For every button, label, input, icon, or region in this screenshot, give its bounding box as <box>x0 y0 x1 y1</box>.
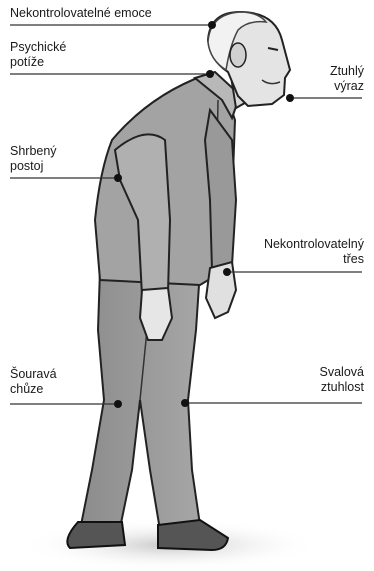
label-stooped-1: Shrbený <box>10 144 57 159</box>
label-uncontrolled-emotions: Nekontrolovatelné emoce <box>10 6 152 21</box>
ear <box>230 43 246 67</box>
label-stooped-2: postoj <box>10 159 43 174</box>
left-shoe <box>67 522 125 548</box>
label-rigidity-1: Svalová <box>320 365 364 380</box>
label-shuffle-1: Šouravá <box>10 367 57 382</box>
label-tremor-2: třes <box>343 252 364 267</box>
label-shuffle-2: chůze <box>10 382 43 397</box>
label-psychological-2: potíže <box>10 55 44 70</box>
back-hand <box>206 262 236 318</box>
label-tremor-1: Nekontrolovatelný <box>264 237 364 252</box>
label-stiff-face-2: výraz <box>334 79 364 94</box>
label-rigidity-2: ztuhlost <box>321 380 364 395</box>
label-stiff-face-1: Ztuhlý <box>330 64 364 79</box>
label-psychological-1: Psychické <box>10 40 66 55</box>
